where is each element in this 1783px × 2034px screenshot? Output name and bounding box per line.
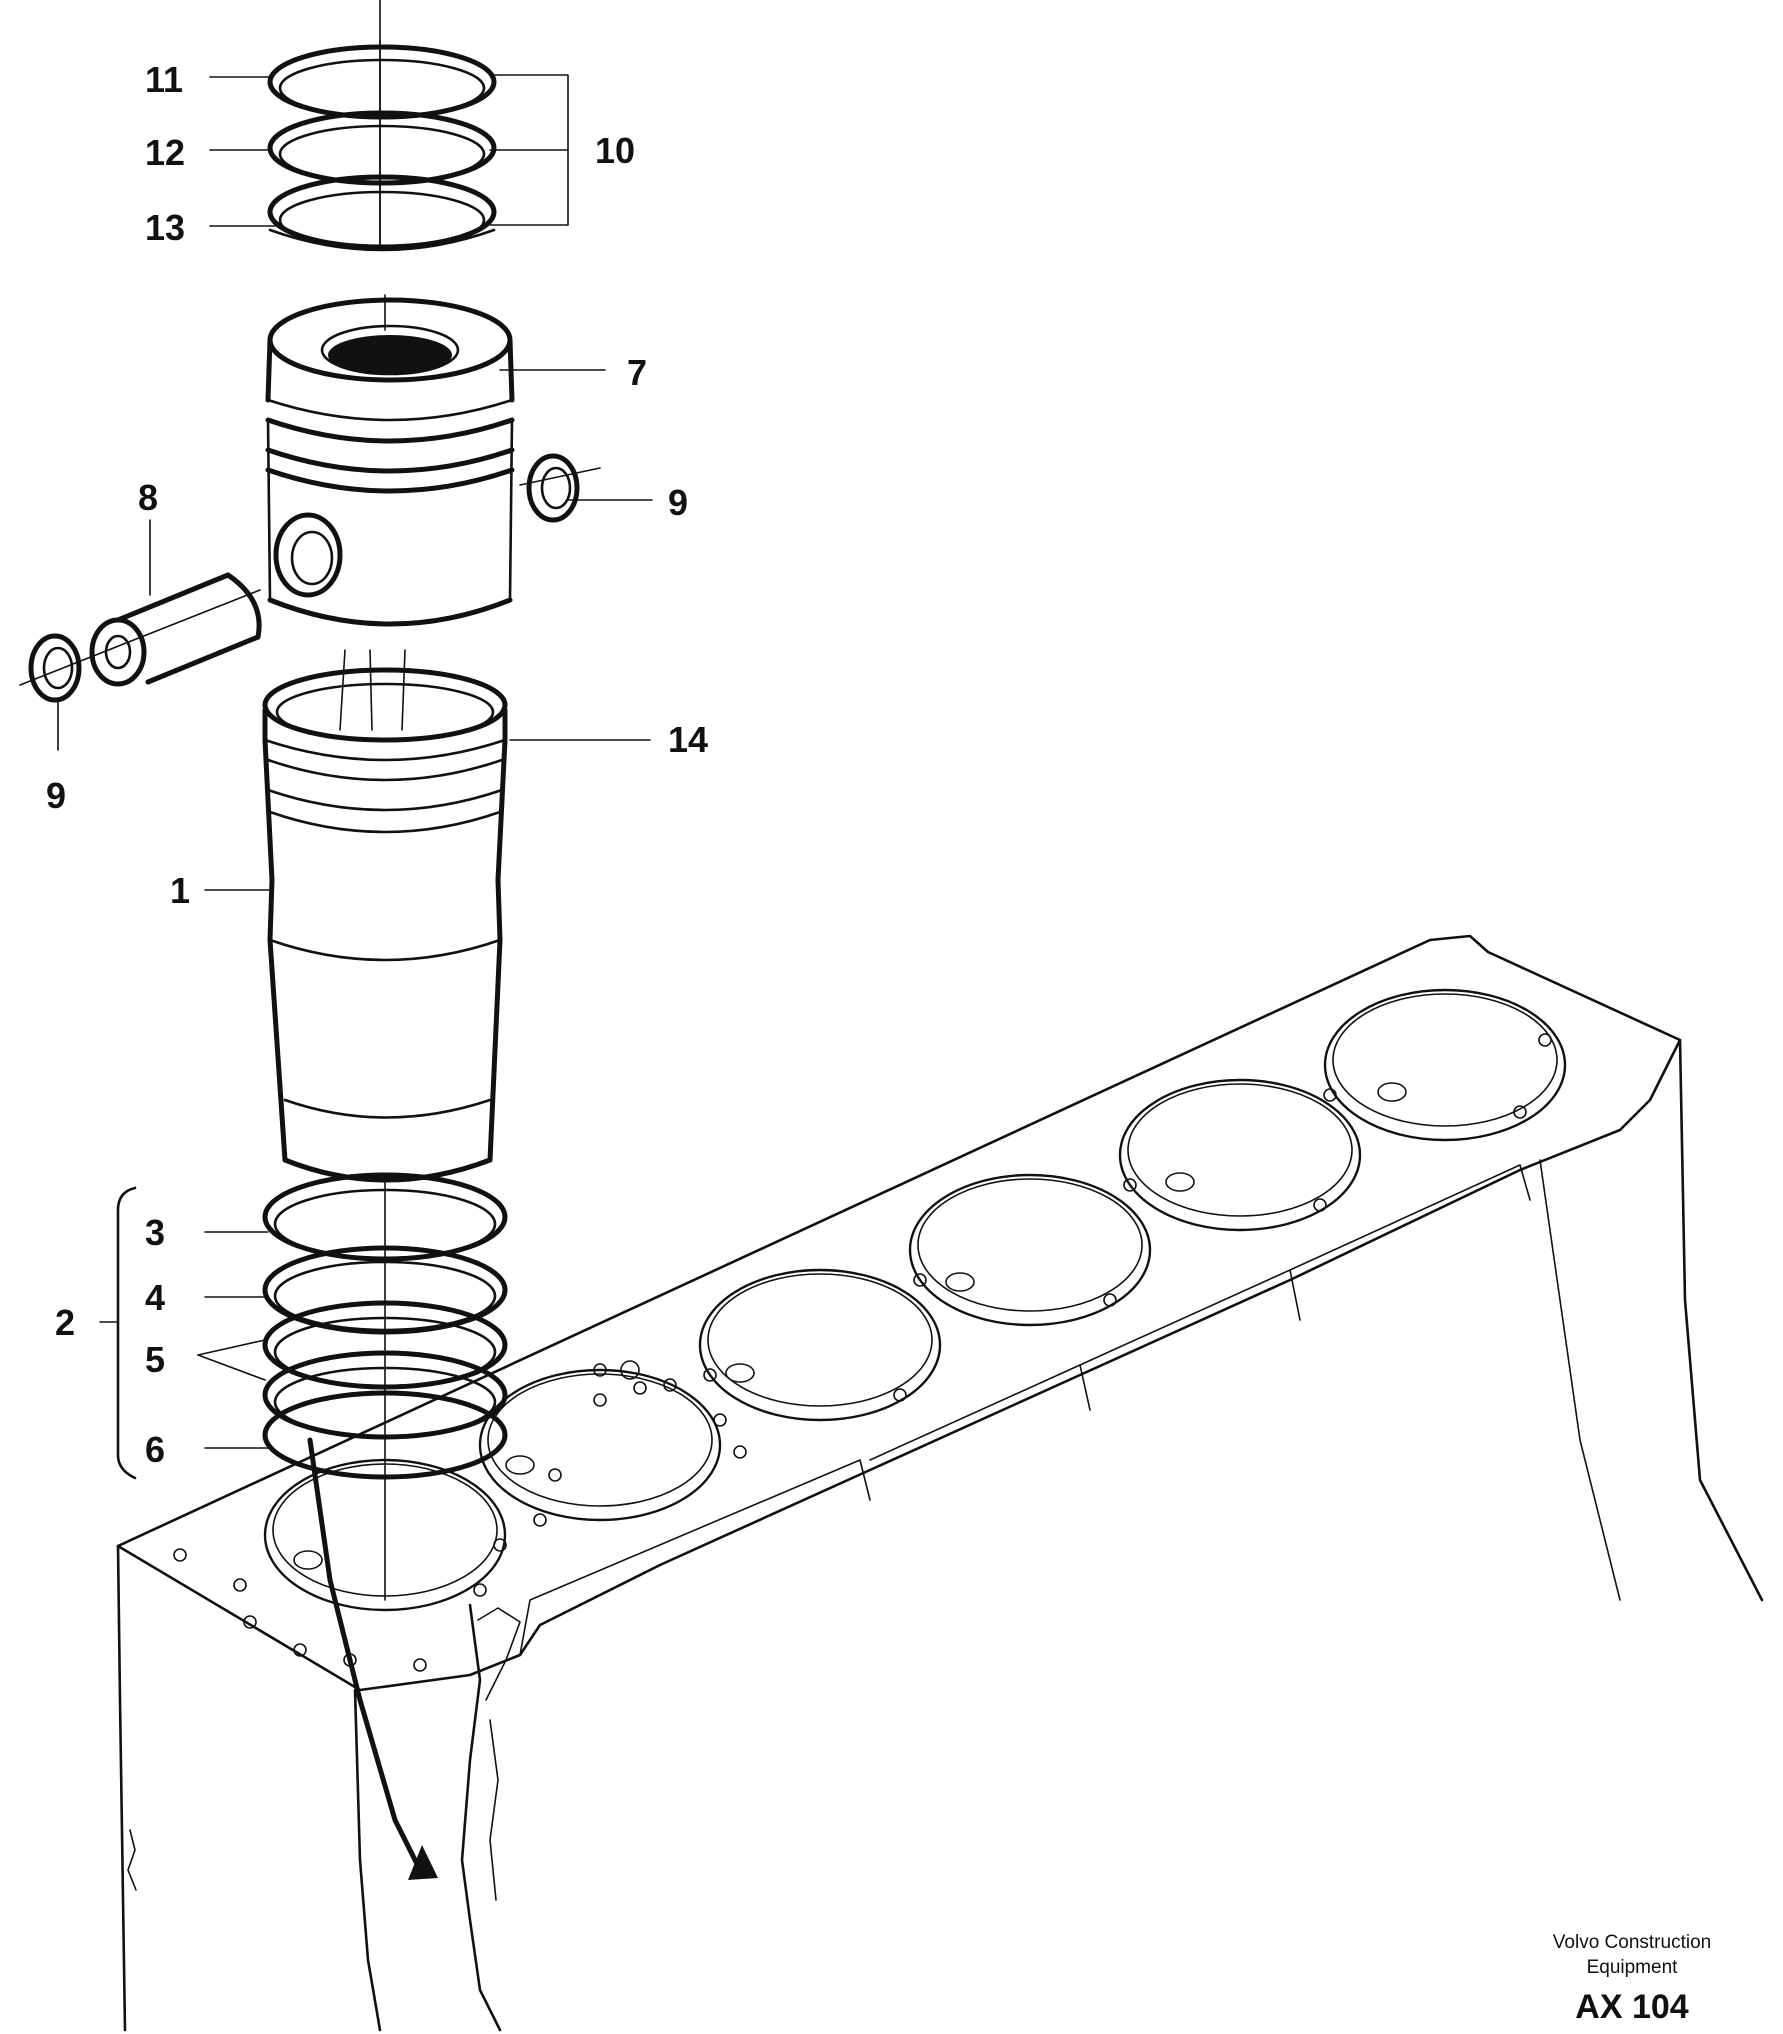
- callout-8: 8: [138, 477, 158, 518]
- callout-1: 1: [170, 870, 190, 911]
- figure-footer: Volvo Construction Equipment AX 104: [1553, 1932, 1711, 2026]
- circlips: [28, 453, 580, 703]
- piston-rings: [267, 44, 497, 252]
- callout-14: 14: [668, 719, 708, 760]
- engine-block: [116, 934, 1764, 2032]
- leader-lines: [57, 74, 653, 1480]
- callout-7: 7: [627, 352, 647, 393]
- callout-5: 5: [145, 1339, 165, 1380]
- callout-6: 6: [145, 1429, 165, 1470]
- callout-3: 3: [145, 1212, 165, 1253]
- callout-9-right: 9: [668, 482, 688, 523]
- callout-9-left: 9: [46, 775, 66, 816]
- callout-2: 2: [55, 1302, 75, 1343]
- callout-12: 12: [145, 132, 185, 173]
- callout-4: 4: [145, 1277, 165, 1318]
- piston: [265, 297, 515, 627]
- callout-11: 11: [145, 59, 183, 100]
- callout-13: 13: [145, 207, 185, 248]
- company-line-2: Equipment: [1587, 1957, 1679, 1978]
- figure-code: AX 104: [1575, 1988, 1688, 2026]
- callout-labels: 11 12 13 10 7 8 9 9 14 1 3 4 2 5 6: [46, 59, 708, 1470]
- assembly-axis-lines: [19, 0, 601, 1880]
- company-line-1: Volvo Construction: [1553, 1932, 1711, 1953]
- callout-10: 10: [595, 130, 635, 171]
- cylinder-liner: [262, 649, 508, 1183]
- gudgeon-pin: [89, 572, 262, 687]
